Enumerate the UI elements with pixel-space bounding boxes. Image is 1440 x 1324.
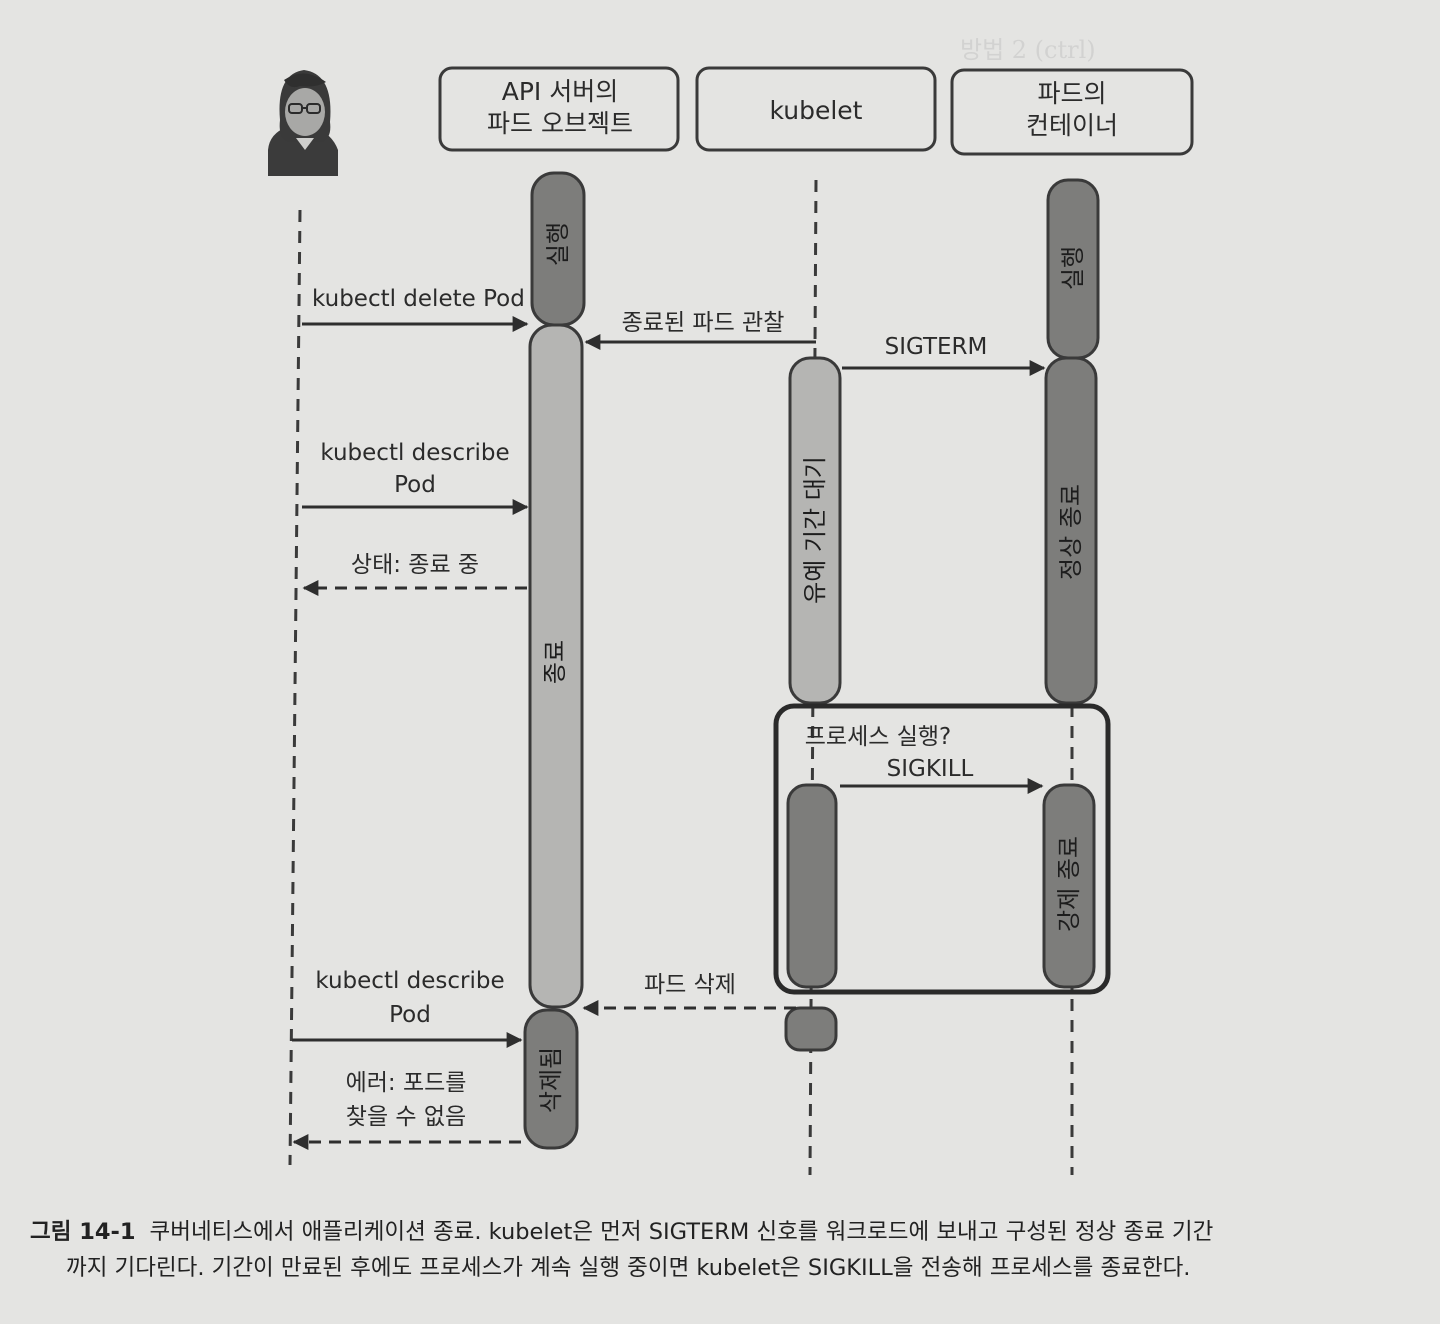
msg-delete-pod-text: kubectl delete Pod [312, 286, 525, 312]
label-kubelet-grace-wait: 유예 기간 대기 [801, 456, 829, 604]
msg-process-running-q: 프로세스 실행? [805, 724, 951, 750]
msg-describe-pod-1: kubectl describe Pod [302, 440, 529, 515]
bar-container-forced-stop [1042, 783, 1096, 989]
msg-describe1-line2: Pod [394, 472, 436, 498]
msg-describe2-line1: kubectl describe [315, 968, 504, 994]
msg-observe-terminated: 종료된 파드 관찰 [584, 310, 816, 350]
msg-process-text: 프로세스 실행? [805, 724, 951, 750]
sigkill-frame [773, 703, 1111, 995]
header-container: 파드의 컨테이너 [950, 68, 1194, 156]
bar-kubelet-kill [786, 783, 838, 989]
msg-describe2-line2: Pod [389, 1002, 431, 1028]
user-avatar-icon [268, 70, 338, 176]
msg-delete-pod-kubelet: 파드 삭제 [582, 972, 796, 1016]
caption-line1: 쿠버네티스에서 애플리케이션 종료. kubelet은 먼저 SIGTERM 신… [149, 1219, 1214, 1245]
msg-sigkill: SIGKILL [840, 756, 1044, 794]
lifeline-user [288, 209, 302, 1166]
msg-error-line2: 찾을 수 없음 [346, 1104, 466, 1130]
figure-number: 그림 14-1 [30, 1219, 136, 1245]
msg-describe-pod-2: kubectl describe Pod [292, 968, 523, 1048]
msg-delete-pod: kubectl delete Pod [302, 286, 529, 332]
header-kubelet-line1: kubelet [770, 96, 863, 125]
sequence-diagram: API 서버의 파드 오브젝트 kubelet 파드의 컨테이너 실행 종료 삭… [268, 66, 1194, 1176]
msg-error-line1: 에러: 포드를 [346, 1070, 467, 1096]
figure-caption: 그림 14-1 쿠버네티스에서 애플리케이션 종료. kubelet은 먼저 SI… [30, 1214, 1420, 1286]
bar-api-terminating [528, 323, 584, 1009]
label-container-graceful-stop: 정상 종료 [1057, 484, 1085, 580]
label-api-running: 실행 [544, 222, 572, 266]
bar-kubelet-grace-wait [788, 356, 842, 705]
caption-line2: 까지 기다린다. 기간이 만료된 후에도 프로세스가 계속 실행 중이면 kub… [66, 1255, 1191, 1281]
msg-sigterm-text: SIGTERM [885, 334, 988, 360]
msg-status-text: 상태: 종료 중 [351, 552, 479, 578]
header-kubelet: kubelet [695, 66, 937, 152]
msg-delete-kubelet-text: 파드 삭제 [644, 972, 736, 998]
label-api-terminating: 종료 [541, 640, 569, 684]
msg-error-not-found: 에러: 포드를 찾을 수 없음 [292, 1070, 521, 1150]
msg-observe-text: 종료된 파드 관찰 [622, 310, 785, 336]
msg-sigkill-text: SIGKILL [887, 756, 974, 782]
bar-api-deleted [523, 1008, 579, 1150]
label-container-forced-stop: 강제 종료 [1055, 836, 1083, 932]
label-container-running: 실행 [1059, 246, 1087, 290]
bleed-text: 방법 2 (ctrl) [960, 36, 1096, 64]
header-container-line1: 파드의 [1037, 79, 1106, 108]
bar-kubelet-delete [784, 1006, 838, 1052]
header-api-line2: 파드 오브젝트 [487, 109, 633, 138]
header-api-line1: API 서버의 [502, 77, 619, 106]
msg-status-terminating: 상태: 종료 중 [302, 552, 527, 596]
bar-container-graceful-stop [1044, 356, 1098, 705]
header-container-line2: 컨테이너 [1026, 111, 1118, 140]
label-api-deleted: 삭제됨 [537, 1047, 565, 1113]
msg-describe1-line1: kubectl describe [320, 440, 509, 466]
msg-sigterm: SIGTERM [842, 334, 1046, 376]
header-api-object: API 서버의 파드 오브젝트 [438, 66, 680, 152]
